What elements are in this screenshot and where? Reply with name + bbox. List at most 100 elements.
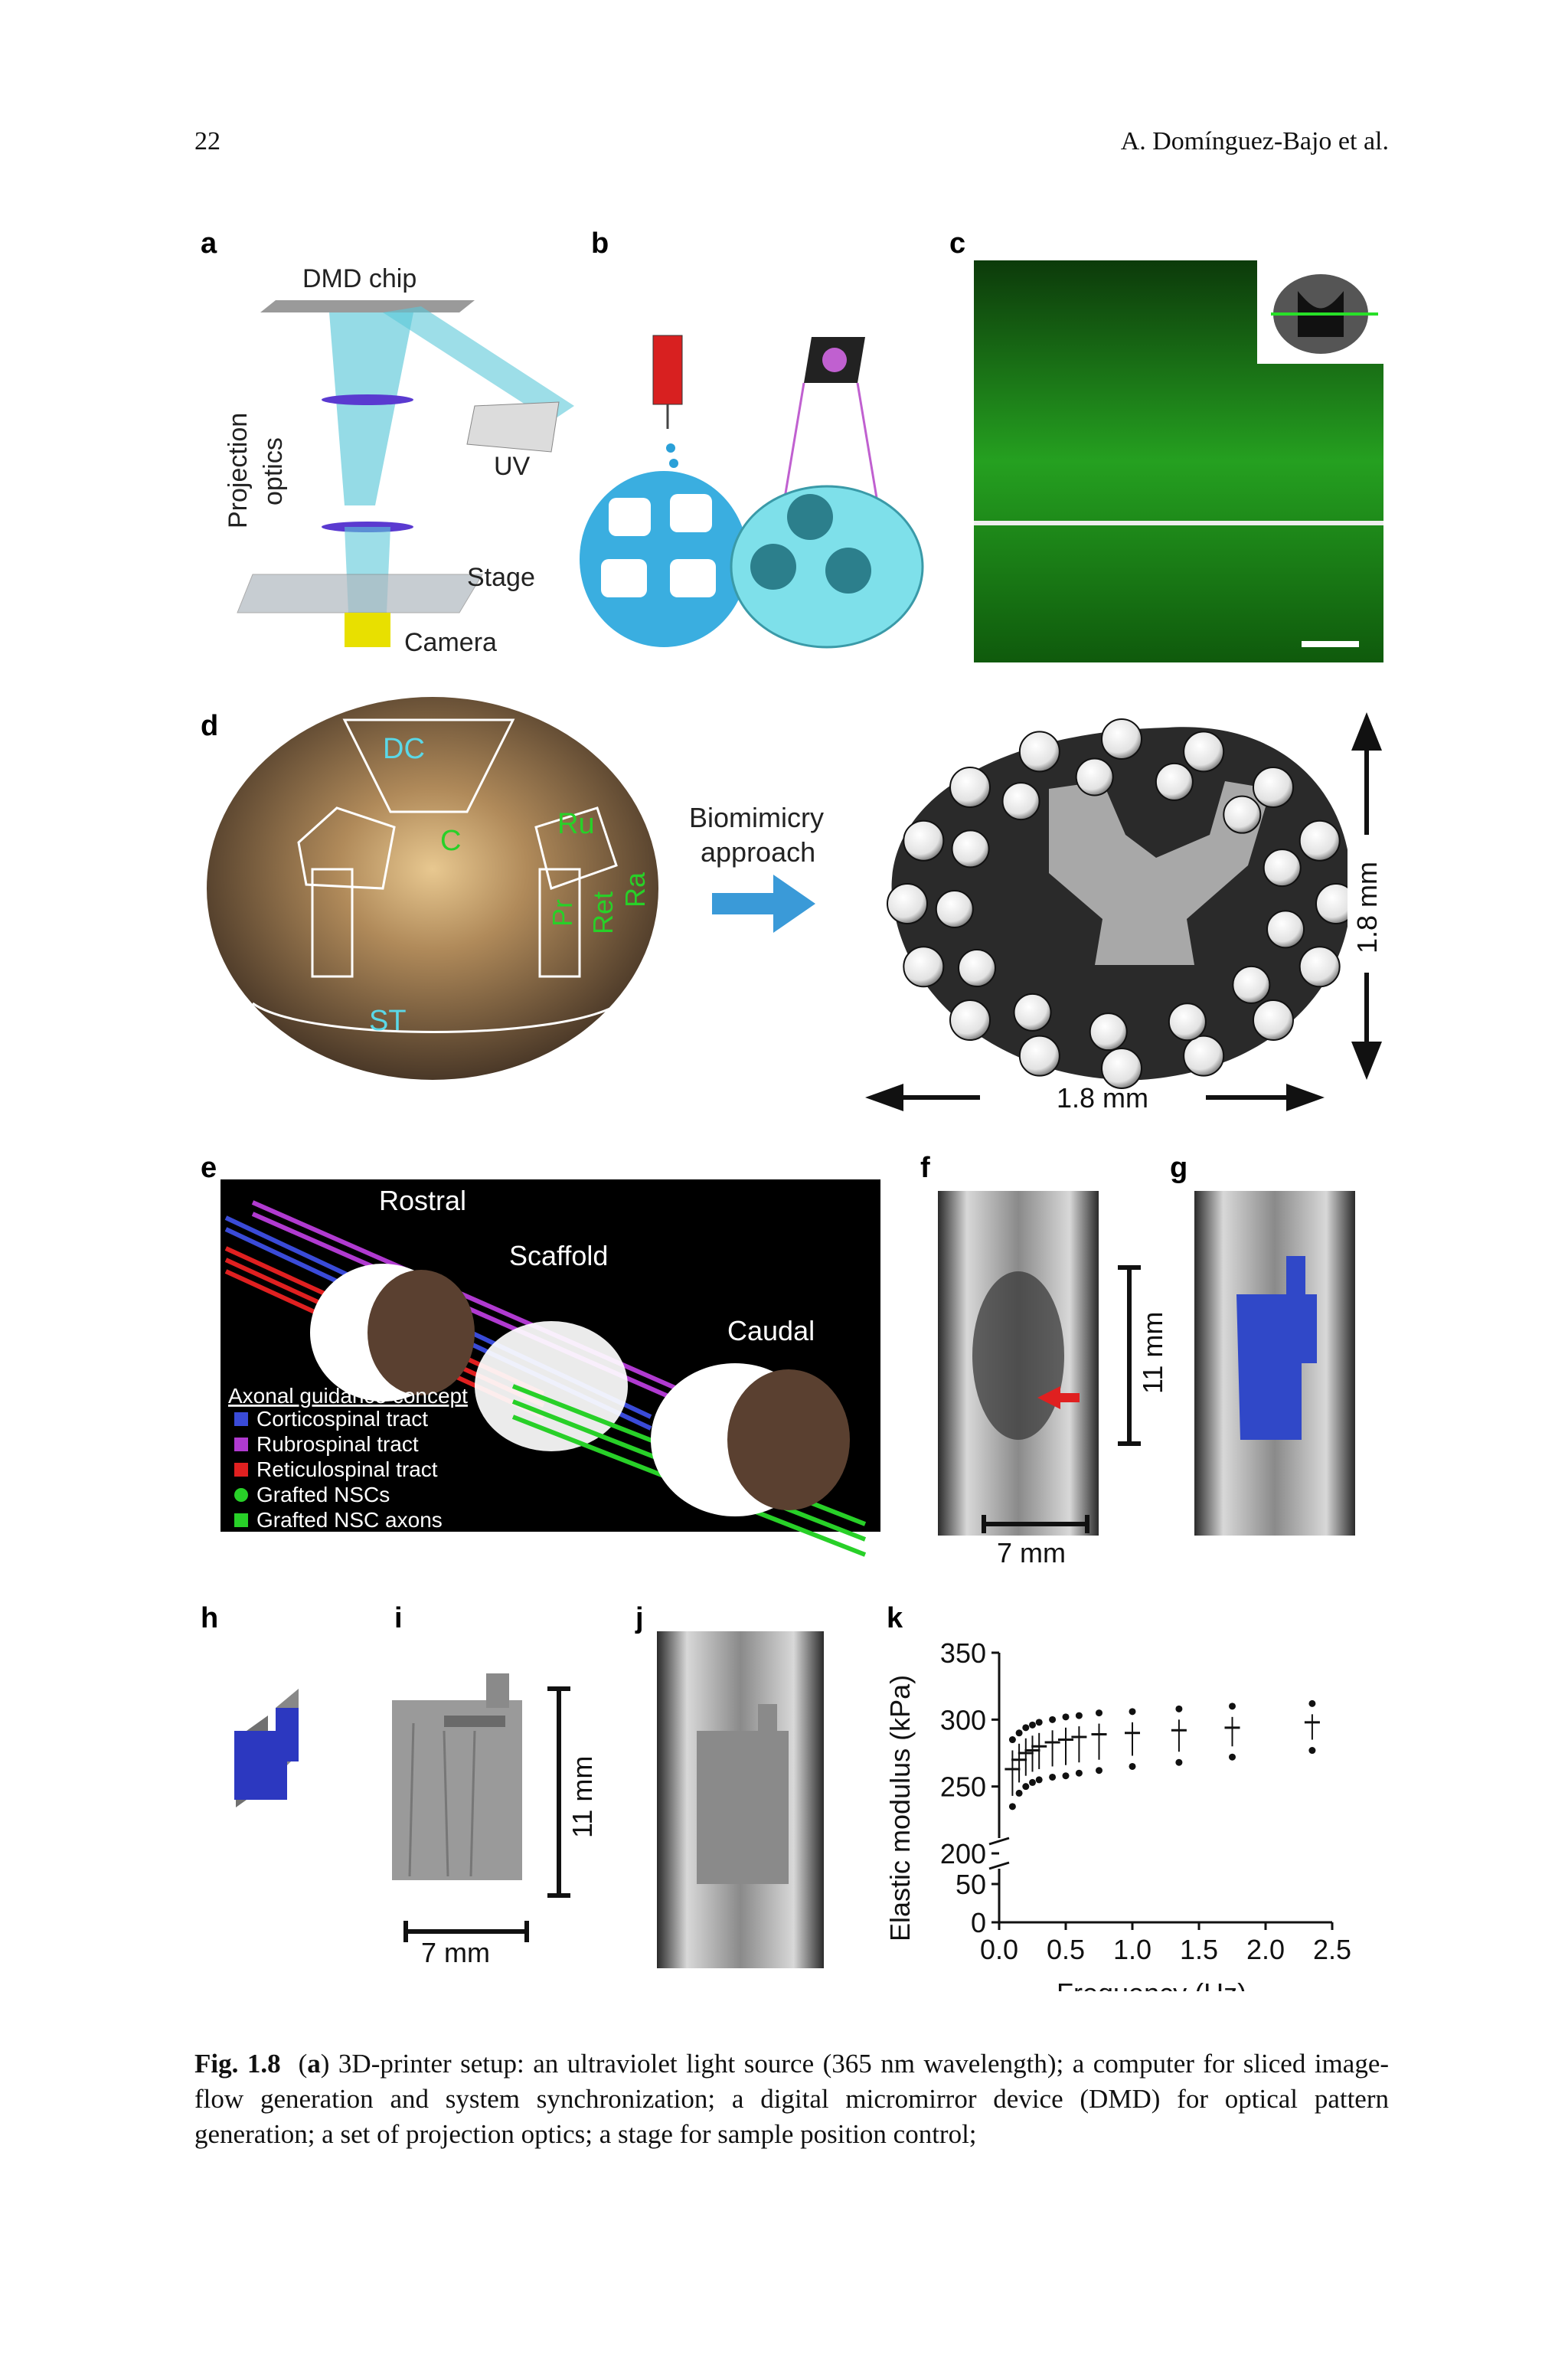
panel-f-width-label: 7 mm	[997, 1537, 1066, 1568]
data-point	[1035, 1776, 1043, 1784]
y-tick-label: 350	[940, 1637, 986, 1669]
caption-text: 3D-printer setup: an ultraviolet light s…	[194, 2049, 1390, 2149]
scaffold-channel	[949, 999, 991, 1042]
panel-i-length-label: 11 mm	[567, 1756, 598, 1838]
panel-a-label-camera: Camera	[404, 628, 497, 657]
panel-a-label-optics: optics	[259, 437, 288, 505]
y-tick-label: 0	[971, 1907, 986, 1938]
legend-entry-label: Grafted NSC axons	[256, 1508, 443, 1532]
x-tick-label: 0.0	[980, 1934, 1018, 1965]
scaffold-channel	[1075, 757, 1114, 796]
scaffold-channel	[1263, 849, 1302, 888]
data-point	[1075, 1769, 1083, 1777]
biomimicry-arrow	[712, 875, 815, 933]
panel-c-fluorescence-image	[974, 260, 1383, 662]
scaffold-channel	[1013, 993, 1052, 1032]
scaffold-channel	[1018, 1035, 1060, 1077]
panel-letter-d: d	[201, 710, 218, 742]
panel-j-implant-ct	[657, 1631, 824, 1968]
scaffold-channel	[887, 883, 928, 924]
scaffold-channel	[1266, 910, 1305, 949]
caption-panel-letter: a	[307, 2049, 321, 2079]
data-point	[1096, 1709, 1102, 1717]
data-point	[1175, 1705, 1183, 1712]
y-tick-label: 50	[956, 1869, 986, 1900]
scaffold-channel	[903, 946, 945, 988]
scaffold-channel	[1183, 731, 1225, 773]
panel-i-printed-scaffold	[392, 1673, 522, 1880]
panel-a-label-uv: UV	[494, 452, 531, 481]
scaffold-channel	[1183, 1035, 1225, 1077]
data-point	[1008, 1736, 1016, 1744]
panel-e-label-rostral: Rostral	[379, 1185, 466, 1216]
x-tick-label: 0.5	[1047, 1934, 1085, 1965]
panel-e-legend-title: Axonal guidance concept	[228, 1384, 468, 1408]
panel-letter-j: j	[635, 1602, 644, 1634]
data-point	[1049, 1716, 1057, 1723]
panel-d-region-labels: DC C Ru Pr Ret Ra ST	[369, 733, 651, 1037]
data-point	[1075, 1712, 1083, 1719]
scaffold-channel	[1001, 782, 1040, 821]
panel-letter-i: i	[394, 1602, 403, 1634]
data-point	[1129, 1762, 1136, 1770]
panel-letter-e: e	[201, 1152, 217, 1184]
panel-e-guidance-diagram	[220, 1179, 880, 1557]
data-point	[1022, 1783, 1030, 1791]
axis-break-mark	[988, 1861, 1010, 1870]
region-label-c: C	[440, 825, 461, 857]
legend-marker	[234, 1463, 248, 1477]
data-point	[1096, 1767, 1102, 1775]
chart-y-axis-label: Elastic modulus (kPa)	[884, 1675, 916, 1941]
panel-d-width-arrow	[865, 1084, 1325, 1111]
panel-d-width-label: 1.8 mm	[1057, 1082, 1148, 1114]
panel-i-scale-bars	[403, 1686, 570, 1942]
scaffold-channel	[1232, 965, 1271, 1004]
running-head-authors: A. Domínguez-Bajo et al.	[1120, 127, 1389, 155]
caption-label: Fig. 1.8	[194, 2049, 281, 2079]
data-point	[1022, 1724, 1030, 1732]
panel-i-width-label: 7 mm	[421, 1937, 490, 1968]
region-label-pr: Pr	[547, 899, 578, 927]
legend-entry-label: Reticulospinal tract	[256, 1457, 438, 1481]
legend-marker	[234, 1513, 248, 1527]
legend-entry-label: Corticospinal tract	[256, 1407, 428, 1431]
x-tick-label: 2.5	[1313, 1934, 1351, 1965]
legend-entry-label: Grafted NSCs	[256, 1483, 390, 1506]
data-point	[1175, 1758, 1183, 1766]
panel-f-scale-bars	[982, 1265, 1141, 1533]
panel-f-ct-image	[938, 1191, 1099, 1536]
x-tick-label: 1.5	[1180, 1934, 1218, 1965]
page-number: 22	[194, 127, 220, 155]
scaffold-channel	[1168, 1003, 1207, 1042]
scaffold-channel	[1298, 819, 1341, 862]
scaffold-channel	[903, 819, 945, 862]
panel-b-printing-diagram	[580, 335, 924, 649]
figure-graphic: DMD chip Projection optics UV Stage Came…	[201, 227, 1386, 2009]
scaffold-channel	[935, 889, 974, 928]
data-point	[1229, 1703, 1236, 1710]
data-point	[1015, 1729, 1023, 1737]
panel-d-scaffold-channels	[887, 718, 1357, 1089]
x-tick-label: 2.0	[1246, 1934, 1285, 1965]
scaffold-channel	[949, 766, 991, 808]
panel-a-optics-diagram	[237, 300, 574, 647]
scaffold-channel	[1089, 1012, 1128, 1052]
axis-break-mark	[988, 1837, 1010, 1846]
y-tick-label: 200	[940, 1838, 986, 1869]
chart-axes	[998, 1653, 1332, 1924]
scaffold-channel	[1252, 766, 1294, 808]
panel-letter-c: c	[949, 230, 965, 260]
data-point	[1062, 1713, 1070, 1721]
scaffold-channel	[1298, 946, 1341, 988]
data-point	[1049, 1773, 1057, 1781]
panel-g-ct-image	[1194, 1191, 1355, 1536]
panel-h-scaffold-model	[234, 1689, 299, 1807]
data-point	[1035, 1719, 1043, 1726]
scaffold-channel	[951, 829, 990, 868]
figure: DMD chip Projection optics UV Stage Came…	[191, 227, 1393, 2009]
scaffold-channel	[1223, 795, 1262, 834]
data-point	[1129, 1708, 1136, 1716]
figure-caption: Fig. 1.8 (a) 3D-printer setup: an ultrav…	[194, 2049, 1390, 2149]
region-label-st: ST	[369, 1005, 407, 1037]
data-point	[1062, 1772, 1070, 1780]
